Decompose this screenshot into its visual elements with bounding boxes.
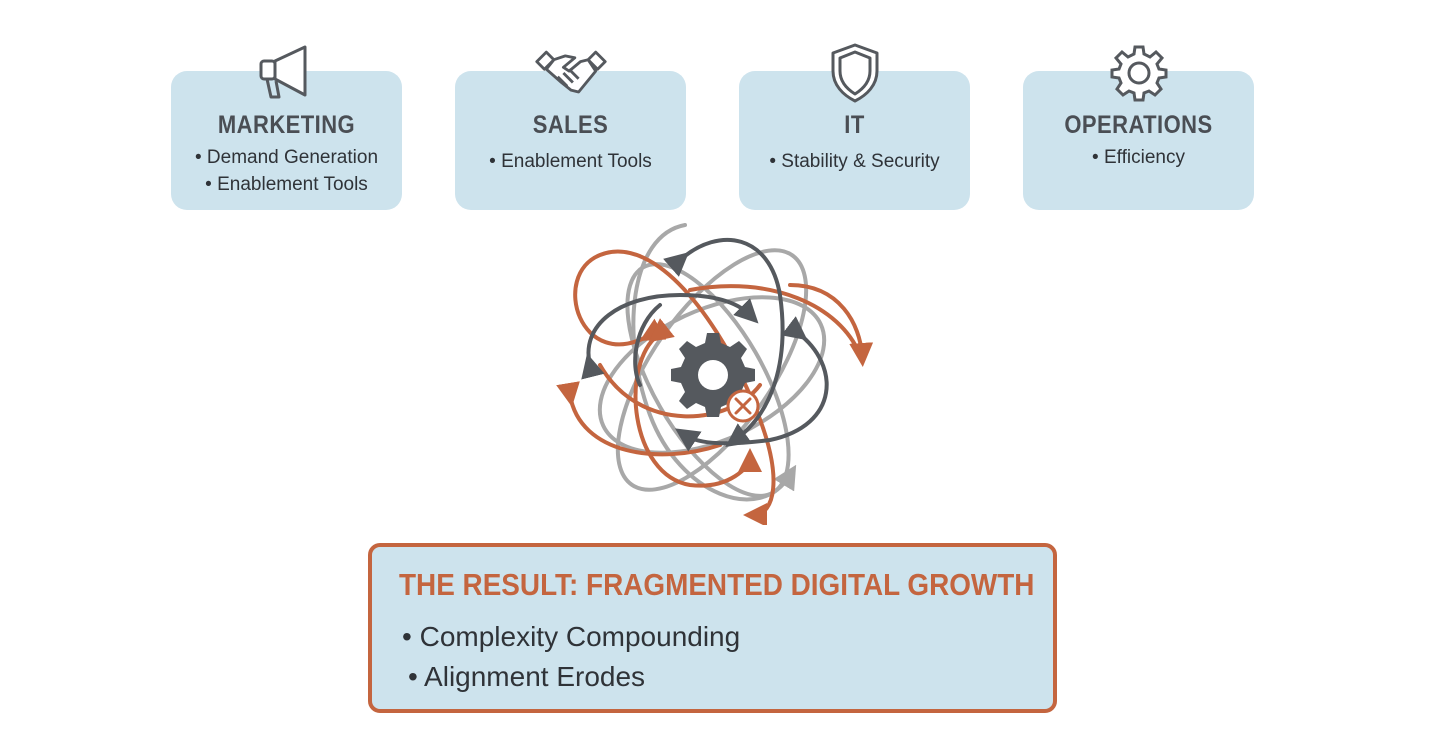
card-title: SALES	[532, 111, 609, 139]
list-item: Alignment Erodes	[402, 657, 740, 697]
card-title: OPERATIONS	[1064, 111, 1213, 139]
card-title: IT	[844, 111, 865, 139]
result-title: THE RESULT: FRAGMENTED DIGITAL GROWTH	[399, 567, 1035, 602]
card-sales: SALES Enablement Tools	[455, 50, 686, 210]
list-item: Complexity Compounding	[402, 617, 741, 657]
card-operations: OPERATIONS Efficiency	[1023, 45, 1254, 210]
list-item: Efficiency	[1023, 144, 1254, 171]
list-item: Enablement Tools	[455, 148, 686, 175]
card-title: MARKETING	[217, 111, 356, 139]
result-box: THE RESULT: FRAGMENTED DIGITAL GROWTH Co…	[368, 543, 1057, 713]
card-marketing: MARKETING Demand Generation Enablement T…	[171, 45, 402, 210]
shield-icon	[831, 43, 878, 103]
card-it: IT Stability & Security	[739, 43, 970, 210]
list-item: Enablement Tools	[171, 171, 402, 198]
dark-orbits	[581, 237, 829, 452]
list-item: Demand Generation	[171, 144, 402, 171]
handshake-icon	[534, 50, 607, 94]
list-item: Stability & Security	[739, 148, 970, 175]
error-x-icon	[726, 389, 760, 423]
fragmented-orbits-diagram	[540, 223, 880, 525]
megaphone-icon	[259, 45, 306, 99]
gear-icon	[1110, 45, 1167, 102]
